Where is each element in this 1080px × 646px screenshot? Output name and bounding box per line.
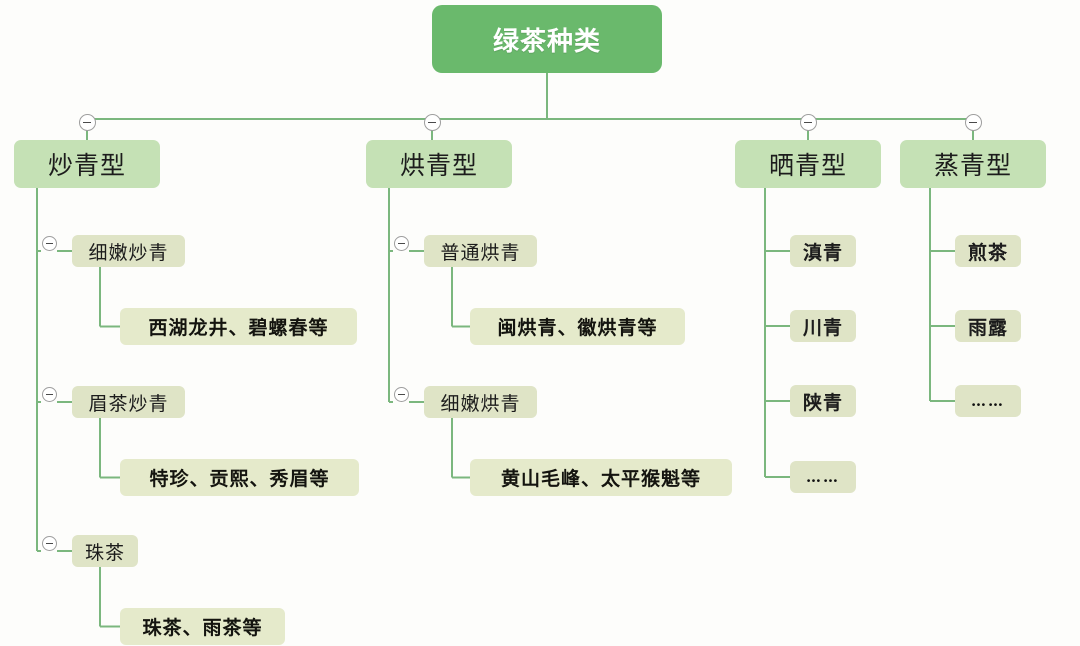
sub-node-细嫩炒青[interactable]: 细嫩炒青 [72, 235, 185, 267]
collapse-toggle-炒青型[interactable] [78, 113, 96, 131]
leaf-node-西湖龙井、碧螺春等[interactable]: 西湖龙井、碧螺春等 [120, 308, 357, 345]
sub-node-珠茶[interactable]: 珠茶 [72, 535, 138, 567]
sub-node-陕青[interactable]: 陕青 [790, 385, 856, 417]
minus-icon [45, 393, 53, 395]
minus-icon [428, 121, 436, 123]
branch-node-烘青型[interactable]: 烘青型 [366, 140, 512, 188]
collapse-toggle-细嫩烘青[interactable] [393, 386, 409, 402]
sub-node-more-3[interactable]: …… [955, 385, 1021, 417]
collapse-toggle-普通烘青[interactable] [393, 235, 409, 251]
leaf-node-珠茶、雨茶等[interactable]: 珠茶、雨茶等 [120, 608, 285, 645]
branch-node-炒青型[interactable]: 炒青型 [14, 140, 160, 188]
sub-node-眉茶炒青[interactable]: 眉茶炒青 [72, 386, 185, 418]
sub-node-more-2[interactable]: …… [790, 461, 856, 493]
collapse-toggle-蒸青型[interactable] [964, 113, 982, 131]
minus-icon [45, 542, 53, 544]
sub-node-川青[interactable]: 川青 [790, 310, 856, 342]
collapse-toggle-晒青型[interactable] [799, 113, 817, 131]
sub-node-普通烘青[interactable]: 普通烘青 [424, 235, 537, 267]
minus-icon [397, 242, 405, 244]
minus-icon [397, 393, 405, 395]
root-node[interactable]: 绿茶种类 [432, 5, 662, 73]
minus-icon [83, 121, 91, 123]
collapse-toggle-眉茶炒青[interactable] [41, 386, 57, 402]
branch-node-蒸青型[interactable]: 蒸青型 [900, 140, 1046, 188]
sub-node-细嫩烘青[interactable]: 细嫩烘青 [424, 386, 537, 418]
leaf-node-特珍、贡熙、秀眉等[interactable]: 特珍、贡熙、秀眉等 [120, 459, 359, 496]
collapse-toggle-烘青型[interactable] [423, 113, 441, 131]
minus-icon [45, 242, 53, 244]
leaf-node-黄山毛峰、太平猴魁等[interactable]: 黄山毛峰、太平猴魁等 [470, 459, 732, 496]
sub-node-雨露[interactable]: 雨露 [955, 310, 1021, 342]
minus-icon [804, 121, 812, 123]
sub-node-滇青[interactable]: 滇青 [790, 235, 856, 267]
branch-node-晒青型[interactable]: 晒青型 [735, 140, 881, 188]
collapse-toggle-细嫩炒青[interactable] [41, 235, 57, 251]
minus-icon [969, 121, 977, 123]
leaf-node-闽烘青、徽烘青等[interactable]: 闽烘青、徽烘青等 [470, 308, 685, 345]
sub-node-煎茶[interactable]: 煎茶 [955, 235, 1021, 267]
collapse-toggle-珠茶[interactable] [41, 535, 57, 551]
